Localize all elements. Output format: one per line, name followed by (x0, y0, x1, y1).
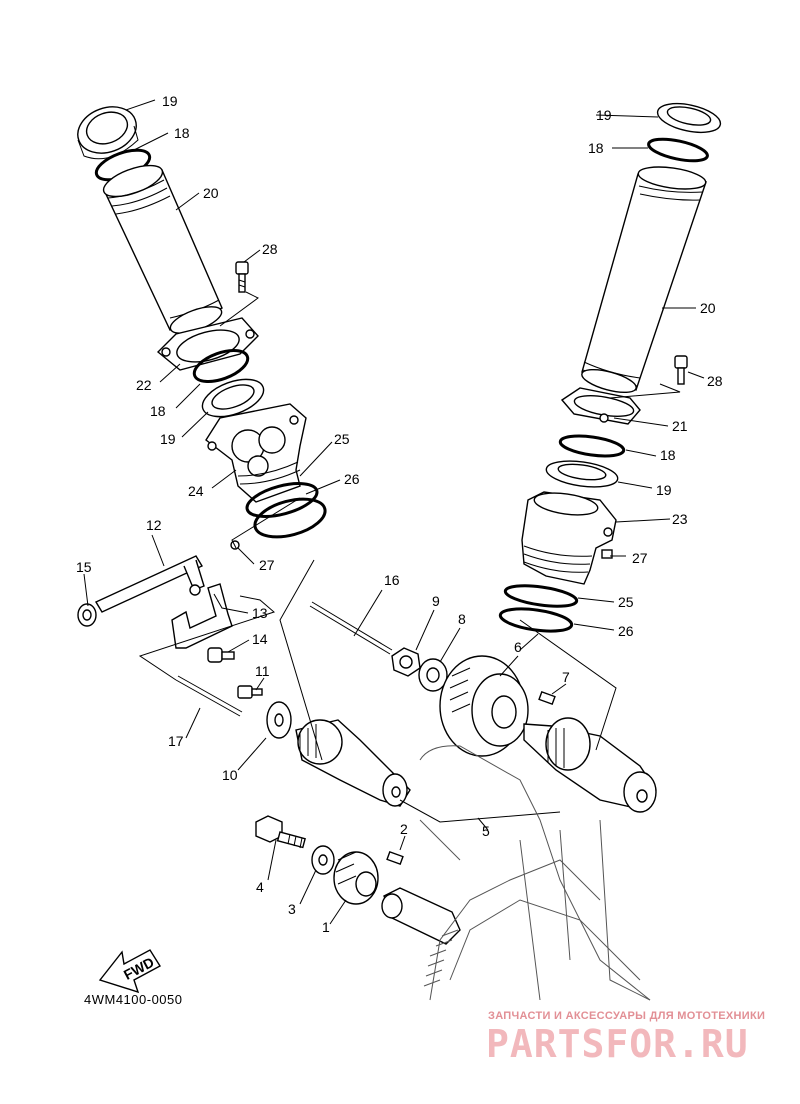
right-mid-oring-18 (558, 434, 626, 458)
fwd-arrow-icon: FWD (98, 949, 161, 994)
left-top-seal-19 (77, 106, 139, 160)
callout-6: 6 (514, 639, 522, 655)
right-camshaft (523, 717, 657, 813)
leader-lines (83, 99, 705, 925)
callout-19: 19 (596, 107, 612, 123)
watermark-subtitle: ЗАПЧАСТИ И АКСЕССУАРЫ ДЛЯ МОТОТЕХНИКИ (488, 1010, 766, 1022)
callout-20: 20 (700, 300, 716, 316)
washer-10 (266, 701, 292, 739)
gear-6 (439, 655, 529, 757)
callout-18: 18 (174, 125, 190, 141)
right-housing-23 (521, 491, 617, 585)
callout-28: 28 (262, 241, 278, 257)
left-bolt-28 (235, 261, 249, 293)
callout-24: 24 (188, 483, 204, 499)
callout-28: 28 (707, 373, 723, 389)
key-7 (538, 690, 556, 706)
right-bolt-28 (674, 355, 688, 385)
callout-8: 8 (458, 611, 466, 627)
callout-2: 2 (400, 821, 408, 837)
callout-22: 22 (136, 377, 152, 393)
callout-18: 18 (660, 447, 676, 463)
left-oring-26 (253, 497, 327, 539)
callout-19: 19 (656, 482, 672, 498)
left-housing-24 (205, 403, 307, 503)
nut-9 (391, 647, 421, 677)
callout-17: 17 (168, 733, 184, 749)
callout-15: 15 (76, 559, 92, 575)
callout-5: 5 (482, 823, 490, 839)
callout-26: 26 (618, 623, 634, 639)
right-flange-21 (560, 387, 641, 425)
callout-1: 1 (322, 919, 330, 935)
callout-4: 4 (256, 879, 264, 895)
callout-27: 27 (632, 550, 648, 566)
callout-23: 23 (672, 511, 688, 527)
callout-18: 18 (150, 403, 166, 419)
right-oring-26 (498, 607, 574, 633)
callout-18: 18 (588, 140, 604, 156)
callout-3: 3 (288, 901, 296, 917)
callout-19: 19 (162, 93, 178, 109)
right-tube-assembly (498, 102, 722, 633)
washer-3 (311, 845, 335, 875)
callout-25: 25 (618, 594, 634, 610)
callout-9: 9 (432, 593, 440, 609)
rod-17 (175, 679, 241, 717)
bolt-11 (237, 685, 263, 699)
shaft-12 (94, 555, 204, 613)
callout-19: 19 (160, 431, 176, 447)
bracket-13 (171, 583, 233, 649)
rod-16 (309, 605, 391, 655)
right-dowel-27 (601, 549, 613, 559)
callout-25: 25 (334, 431, 350, 447)
washer-8 (418, 658, 448, 692)
callout-13: 13 (252, 605, 268, 621)
right-tube-20 (581, 166, 707, 394)
left-tube-assembly (77, 106, 327, 550)
key-2 (386, 850, 404, 866)
right-top-oring-18 (647, 137, 709, 163)
callout-27: 27 (259, 557, 275, 573)
watermark-logo: PARTSFOR.RU (486, 1022, 749, 1066)
right-top-seal-19 (656, 102, 722, 134)
washer-15 (77, 603, 97, 627)
callout-14: 14 (252, 631, 268, 647)
left-camshaft (295, 719, 411, 807)
callout-7: 7 (562, 669, 570, 685)
left-mid-oring-18 (192, 348, 250, 384)
gear-1 (333, 851, 379, 905)
left-mid-seal-19 (201, 378, 265, 418)
left-tube-20 (102, 164, 223, 334)
callout-20: 20 (203, 185, 219, 201)
camshaft-assembly (255, 655, 657, 945)
bolt-4 (255, 815, 306, 849)
right-oring-25 (503, 584, 579, 608)
callout-26: 26 (344, 471, 360, 487)
left-oring-25 (245, 482, 319, 518)
callout-21: 21 (672, 418, 688, 434)
engine-case-outline (419, 745, 651, 1001)
callout-12: 12 (146, 517, 162, 533)
callout-numbers: 19 18 20 28 22 18 19 25 24 26 27 19 18 2… (76, 93, 723, 935)
right-mid-seal-19 (545, 460, 619, 488)
callout-16: 16 (384, 572, 400, 588)
left-flange-22 (156, 317, 259, 371)
callout-11: 11 (255, 663, 270, 679)
callout-10: 10 (222, 767, 238, 783)
diagram-code: 4WM4100-0050 (84, 992, 183, 1007)
bolt-14 (207, 647, 235, 663)
